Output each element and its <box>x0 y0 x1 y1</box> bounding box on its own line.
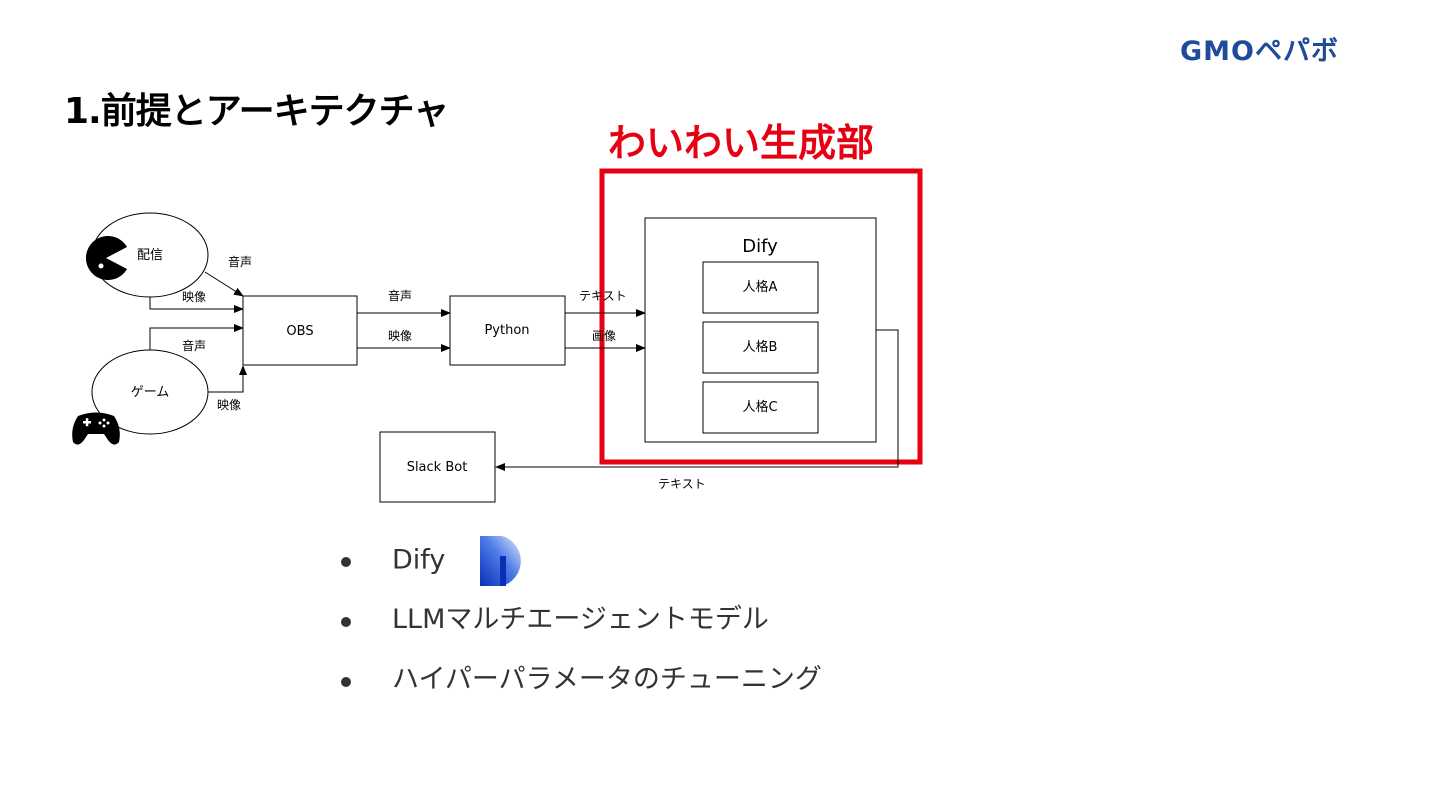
bullet-dot <box>341 617 351 627</box>
edge-game-video <box>208 365 247 393</box>
persona-a-label: 人格A <box>743 279 778 295</box>
edge-stream-audio-label: 音声 <box>228 254 252 269</box>
highlight-box <box>599 168 923 465</box>
edge-py-image-label: 画像 <box>592 329 616 343</box>
edge-stream-video-label: 映像 <box>182 290 206 304</box>
bullet-dot <box>341 557 351 567</box>
bullet-label: Dify <box>392 544 446 576</box>
persona-b-label: 人格B <box>743 339 778 355</box>
edge-dify-text <box>495 329 899 471</box>
edge-stream-audio <box>204 271 244 297</box>
python-label: Python <box>484 323 529 338</box>
dify-label: Dify <box>742 236 778 257</box>
obs-label: OBS <box>286 324 313 339</box>
persona-a-node <box>702 261 819 314</box>
edge-py-text-label: テキスト <box>579 289 627 303</box>
slack-bot-label: Slack Bot <box>407 460 468 475</box>
stream-label: 配信 <box>137 248 163 263</box>
bullet-item: ハイパーパラメータのチューニング <box>335 654 822 714</box>
persona-c-node <box>702 381 819 434</box>
bullet-label: ハイパーパラメータのチューニング <box>392 664 822 695</box>
pacman-icon <box>85 235 127 281</box>
edge-game-audio <box>149 324 244 350</box>
highlight-label: わいわい生成部 <box>608 121 875 165</box>
python-node <box>449 295 566 366</box>
obs-node <box>242 295 358 366</box>
edge-dify-text-label: テキスト <box>658 477 706 491</box>
slide-title: 1.前提とアーキテクチャ <box>64 91 449 132</box>
pacman-eye <box>98 263 104 269</box>
bullet-item: LLMマルチエージェントモデル <box>335 594 822 654</box>
persona-c-label: 人格C <box>742 399 777 415</box>
dify-logo-icon <box>479 536 521 586</box>
gmo-pepabo-logo: GMOペパボ <box>1180 36 1410 67</box>
edge-stream-video <box>149 297 244 313</box>
bullet-label: LLMマルチエージェントモデル <box>392 604 769 635</box>
logo-text: GMOペパボ <box>1180 36 1339 66</box>
edge-obs-video-label: 映像 <box>388 329 412 343</box>
edge-game-audio-label: 音声 <box>182 338 206 353</box>
gamepad-icon <box>72 412 120 445</box>
bullet-dot <box>341 677 351 687</box>
slack-bot-node <box>379 431 496 503</box>
persona-b-node <box>702 321 819 374</box>
game-label: ゲーム <box>131 385 170 400</box>
bullet-list: Dify LLMマルチエージェントモデル ハイパーパラメータのチューニング <box>335 534 822 714</box>
edge-obs-audio-label: 音声 <box>388 288 412 303</box>
bullet-item: Dify <box>335 534 822 594</box>
edge-game-video-label: 映像 <box>217 398 241 412</box>
